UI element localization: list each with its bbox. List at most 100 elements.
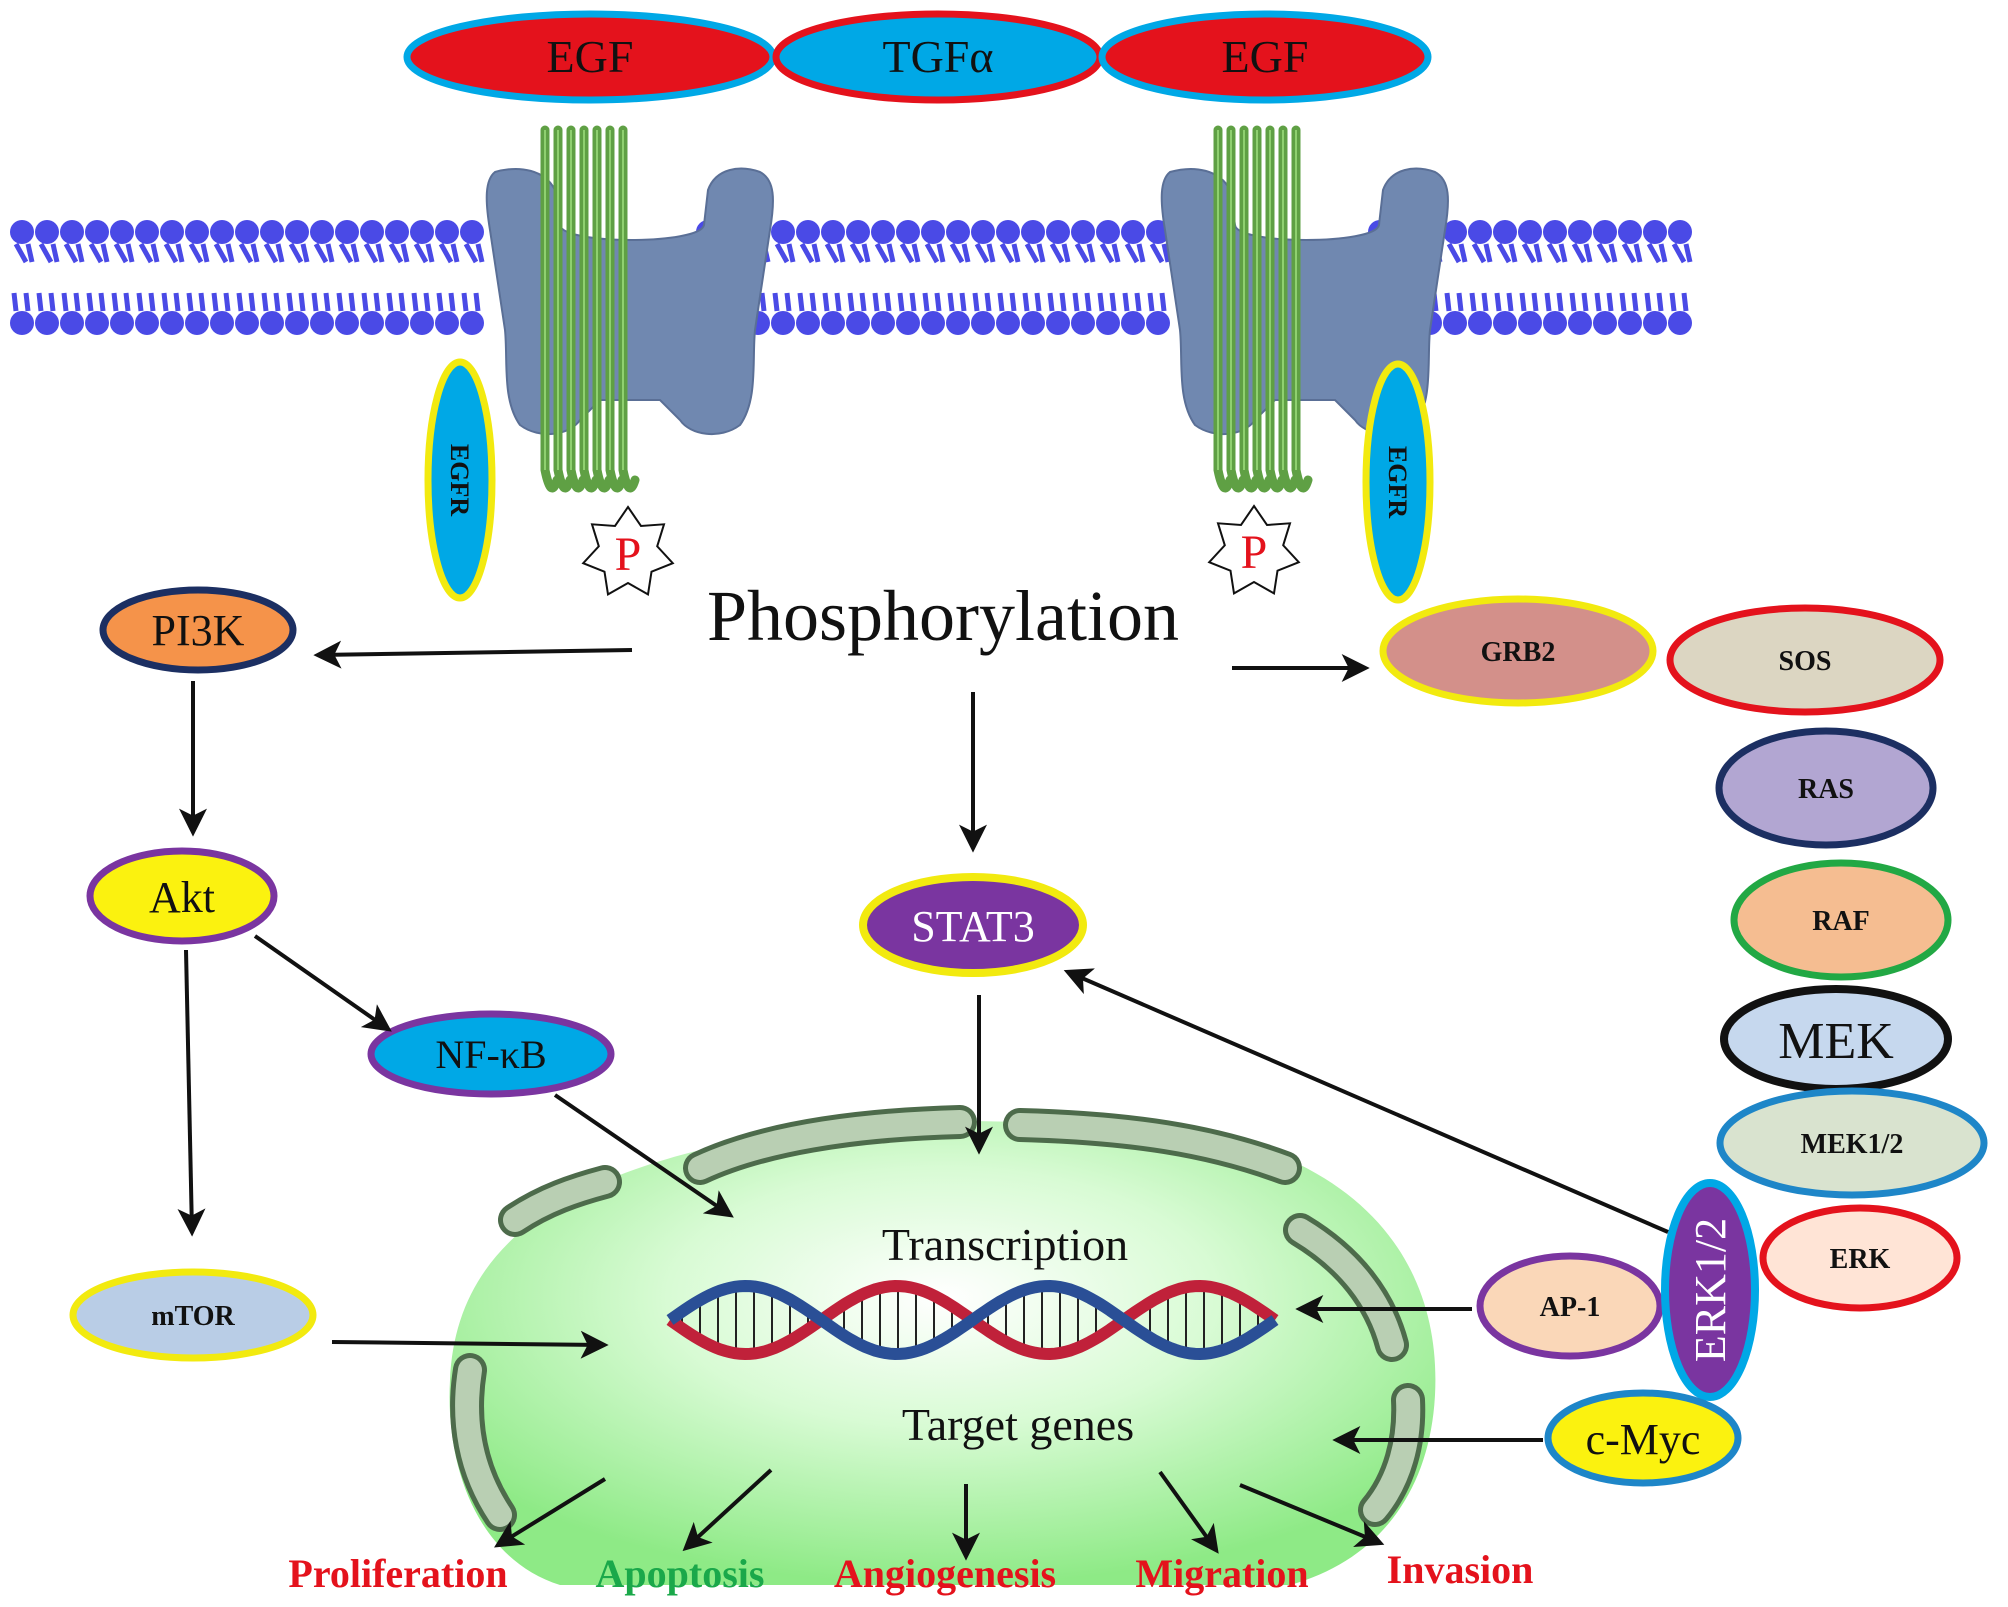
egfr-right-node: [1362, 360, 1434, 604]
lipid-tail: [1544, 292, 1564, 312]
mek12-label: MEK1/2: [1801, 1129, 1904, 1160]
lipid-head: [335, 311, 359, 335]
lipid-tail: [1469, 292, 1489, 312]
helix-strand: [1278, 125, 1300, 493]
nfkb-node: [367, 1010, 615, 1098]
lipid-tail: [847, 292, 867, 312]
arrow-to-invasion: [1239, 1483, 1385, 1548]
target-genes-label: Target genes: [902, 1399, 1134, 1450]
lipid-head: [846, 220, 870, 244]
lipid-tail: [924, 242, 946, 264]
egfr-left-label: EGFR: [445, 444, 474, 516]
lipid-tail: [972, 292, 992, 312]
lipid-head: [1121, 311, 1145, 335]
lipid-head: [260, 311, 284, 335]
lipid-head: [410, 220, 434, 244]
helix-strand: [1239, 125, 1261, 493]
lipid-tail: [1149, 242, 1171, 264]
lipid-tail: [974, 242, 996, 264]
lipid-head: [1071, 311, 1095, 335]
lipid-tail: [874, 242, 896, 264]
lipid-head: [1468, 220, 1492, 244]
nfkb-label: NF-κB: [435, 1032, 546, 1077]
arrow-to-apoptosis: [682, 1468, 773, 1552]
lipid-tail: [213, 242, 235, 264]
lipid-tail: [136, 292, 156, 312]
ras-label: RAS: [1798, 774, 1854, 805]
lipid-tail: [363, 242, 385, 264]
lipid-tail: [336, 292, 356, 312]
lipid-head: [235, 311, 259, 335]
egfr-left-node: [424, 358, 496, 602]
ras-node: [1715, 727, 1937, 849]
lipid-tail: [799, 242, 821, 264]
phosphate-left-label: P: [615, 528, 642, 581]
helix-strand: [553, 125, 575, 493]
lipid-head: [971, 311, 995, 335]
lipid-tail: [63, 242, 85, 264]
lipid-tail: [1594, 292, 1614, 312]
lipid-tail: [774, 242, 796, 264]
grb2-label: GRB2: [1481, 637, 1556, 668]
lipid-head: [1493, 311, 1517, 335]
lipid-head: [385, 311, 409, 335]
lipid-tail: [163, 242, 185, 264]
outcome-apoptosis: Apoptosis: [596, 1551, 765, 1596]
lipid-tail: [286, 292, 306, 312]
erk-node: [1759, 1204, 1961, 1312]
lipid-tail: [1072, 292, 1092, 312]
lipid-tail: [263, 242, 285, 264]
lipid-head: [1668, 311, 1692, 335]
lipid-tail: [1571, 242, 1593, 264]
star-shape: [1207, 504, 1301, 595]
lipid-head: [946, 311, 970, 335]
lipid-head: [1618, 311, 1642, 335]
lipid-tail: [186, 292, 206, 312]
lipid-head: [110, 220, 134, 244]
lipid-tail: [338, 242, 360, 264]
lipid-tail: [188, 242, 210, 264]
lipid-tail: [438, 242, 460, 264]
nuclear-envelope: [450, 1105, 1426, 1532]
lipid-head: [1668, 220, 1692, 244]
lipid-head: [260, 220, 284, 244]
helix-strand: [1291, 125, 1313, 493]
lipid-tail: [1047, 292, 1067, 312]
mek-label: MEK: [1778, 1013, 1894, 1070]
transmembrane-helices-left: [540, 125, 640, 493]
lipid-head: [871, 311, 895, 335]
lipid-tail: [436, 292, 456, 312]
lipid-head: [435, 220, 459, 244]
helix-strand: [579, 125, 601, 493]
lipid-tail: [413, 242, 435, 264]
ap1-label: AP-1: [1540, 1292, 1601, 1323]
lipid-tail: [1099, 242, 1121, 264]
helix-strand: [540, 125, 562, 493]
lipid-head: [771, 311, 795, 335]
lipid-head: [310, 220, 334, 244]
star-shape: [581, 505, 675, 596]
envelope-segment: [1288, 1218, 1404, 1357]
lipid-head: [35, 220, 59, 244]
lipid-head: [1518, 220, 1542, 244]
lipid-tail: [13, 242, 35, 264]
phosphorylation-label: Phosphorylation: [707, 576, 1179, 656]
lipid-head: [946, 220, 970, 244]
lipid-tail: [1669, 292, 1689, 312]
lipid-head: [1618, 220, 1642, 244]
lipid-tail: [999, 242, 1021, 264]
lipid-head: [1146, 311, 1170, 335]
lipid-head: [1643, 311, 1667, 335]
lipid-head: [1643, 220, 1667, 244]
lipid-head: [1593, 311, 1617, 335]
tgfa-label: TGFα: [882, 31, 993, 82]
lipid-head: [1096, 311, 1120, 335]
lipid-head: [796, 311, 820, 335]
mtor-node: [69, 1268, 317, 1362]
lipid-head: [360, 311, 384, 335]
helix-strand: [1252, 125, 1274, 493]
envelope-segment: [455, 1358, 512, 1527]
helix-strand: [605, 125, 627, 493]
arrow-phos-to-pi3k: [313, 640, 633, 669]
lipid-tail: [361, 292, 381, 312]
